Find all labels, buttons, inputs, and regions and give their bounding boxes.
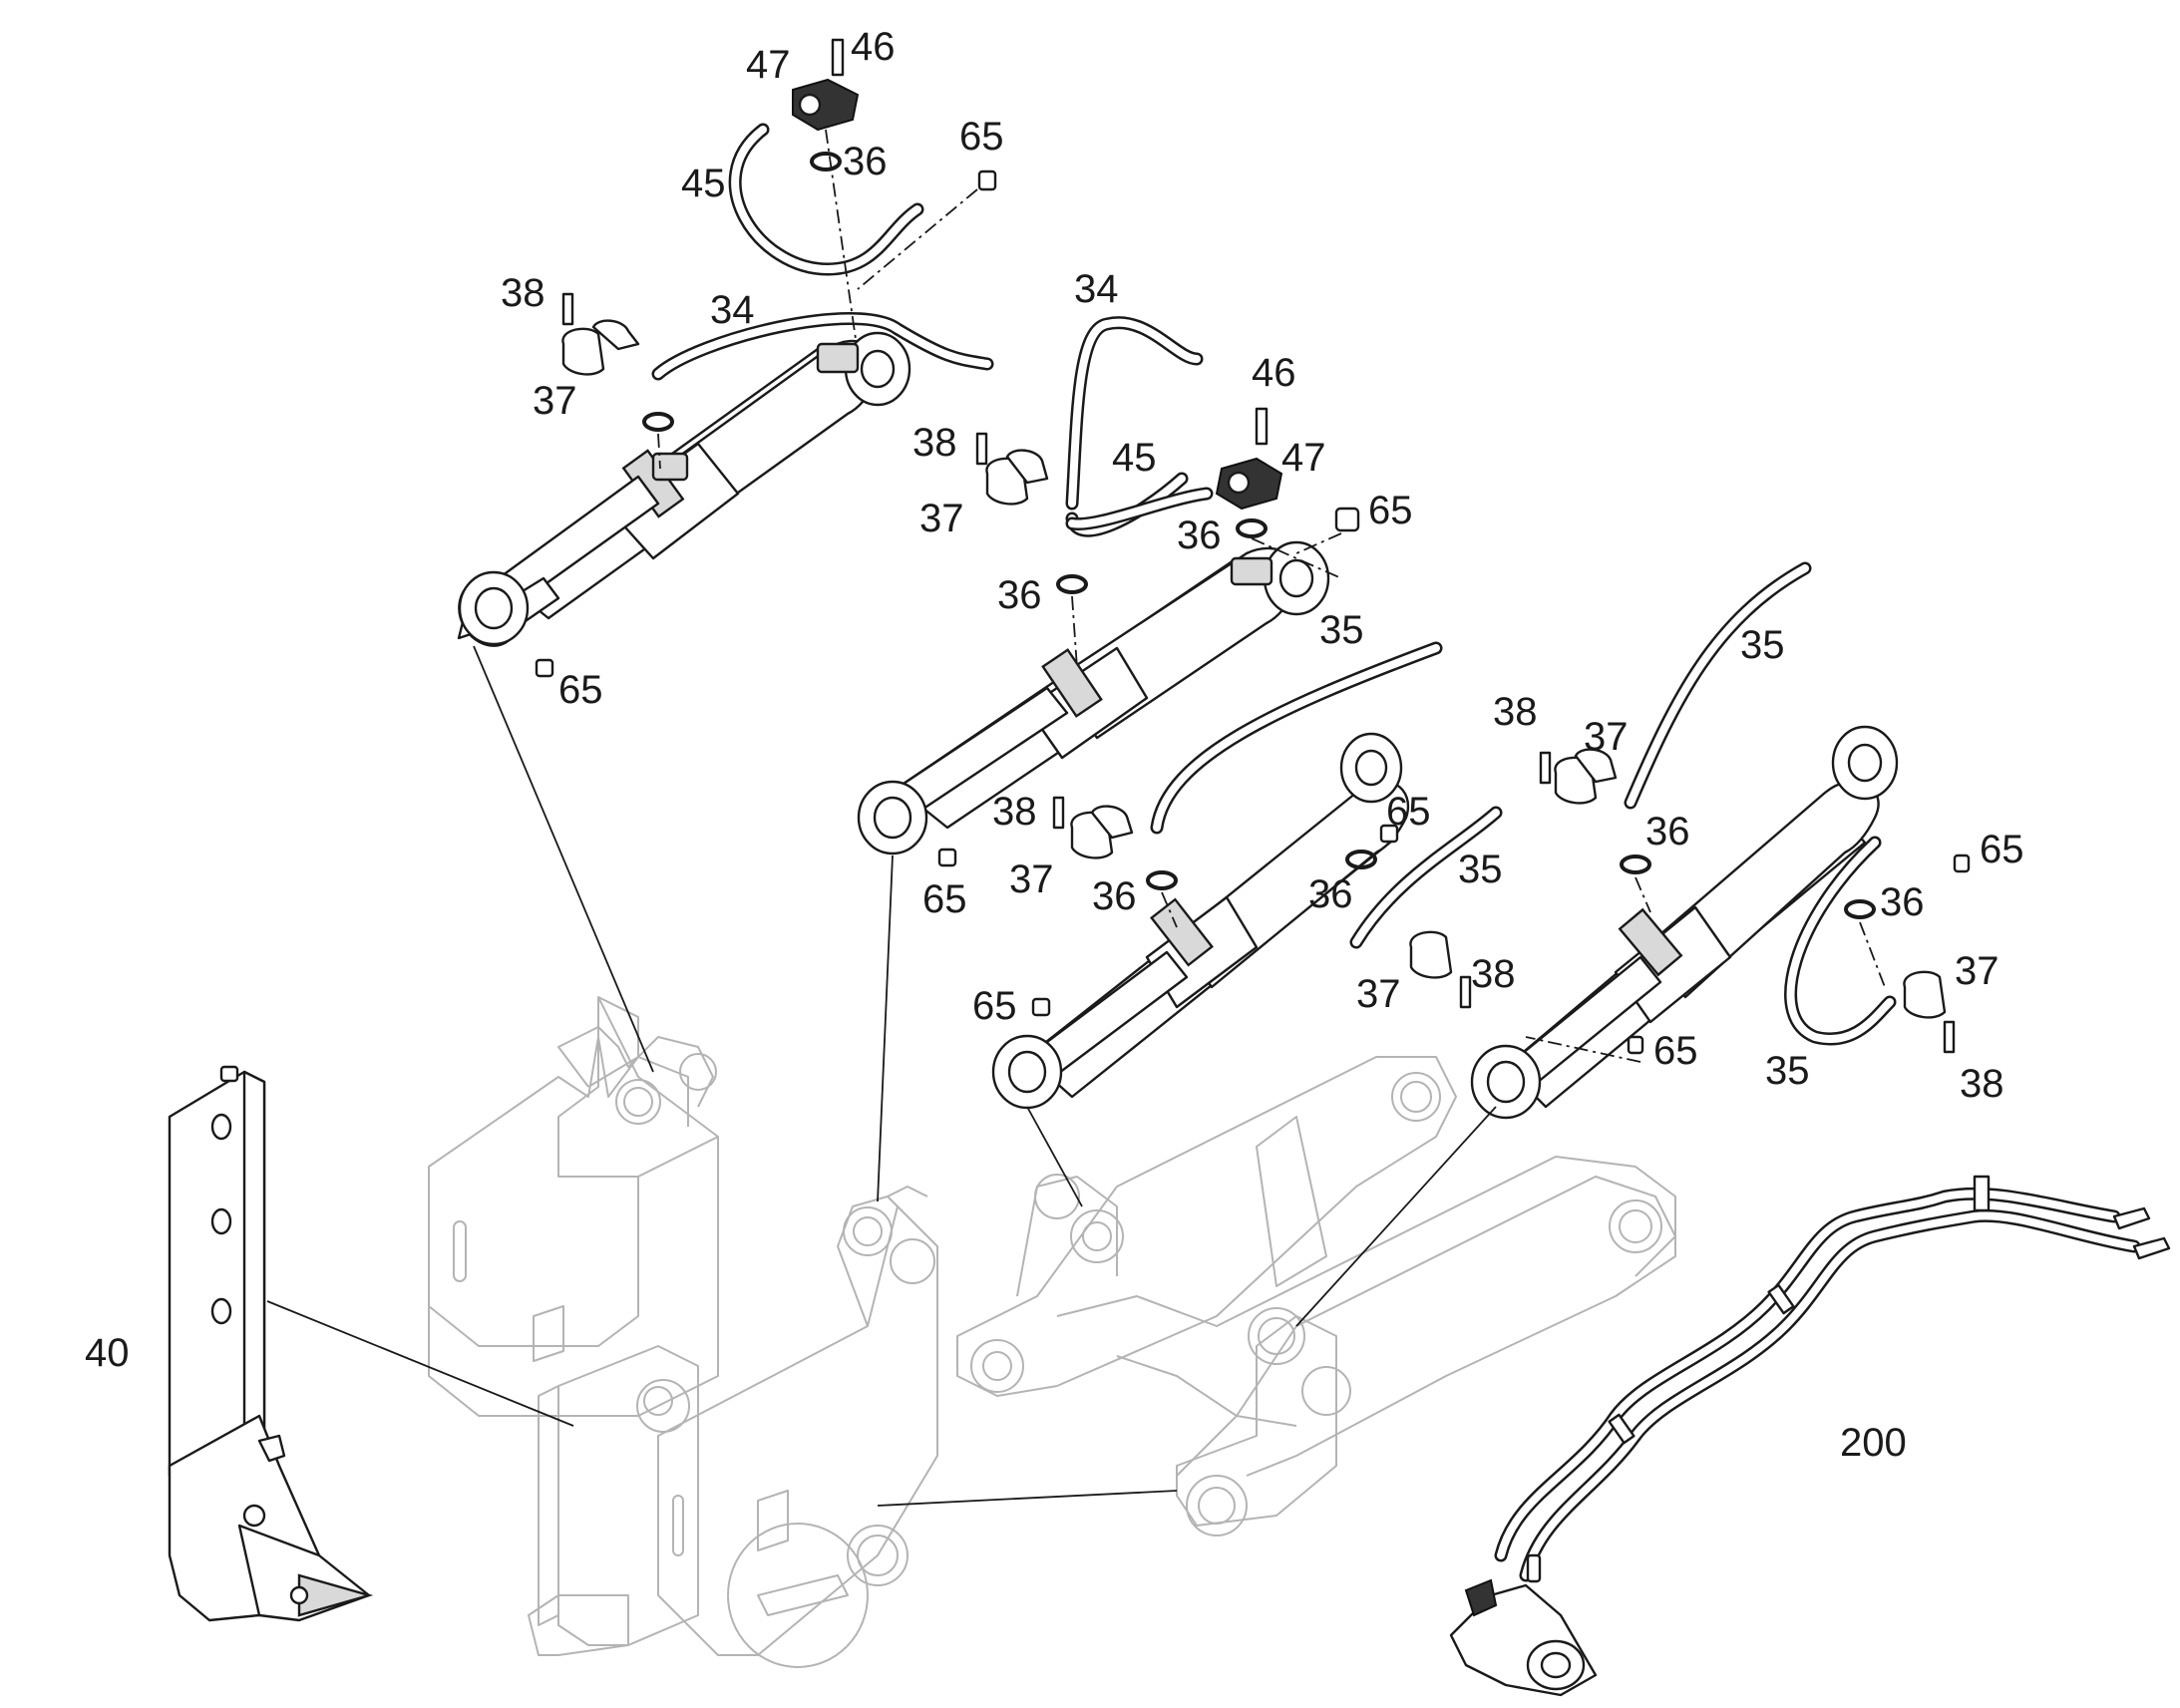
callout-labels: 47 46 65 36 45 38 34 37 34 46 38 45 47 3… (85, 25, 2024, 1465)
hydraulic-cylinder-3 (991, 732, 1409, 1110)
callout-38: 38 (1960, 1062, 2004, 1106)
callout-37: 37 (1584, 715, 1629, 759)
callout-37: 37 (1009, 857, 1054, 901)
callout-37: 37 (919, 497, 964, 540)
callout-38: 38 (1471, 952, 1516, 996)
callout-34: 34 (1074, 267, 1119, 311)
ghost-frame-center (528, 1186, 938, 1668)
callout-37: 37 (533, 379, 577, 423)
callout-38: 38 (912, 421, 957, 465)
callout-47: 47 (746, 43, 791, 87)
ghost-frame-left (428, 996, 719, 1433)
callout-34: 34 (710, 288, 755, 332)
hose-harness-200 (1449, 1175, 2171, 1697)
leader-lines (266, 129, 1886, 1507)
callout-35: 35 (1319, 608, 1364, 652)
callout-46: 46 (1252, 351, 1296, 395)
callout-38: 38 (501, 271, 545, 315)
callout-36: 36 (1880, 880, 1925, 924)
callout-65: 65 (959, 115, 1004, 159)
hydraulic-cylinder-1 (457, 331, 911, 647)
callout-36: 36 (1308, 872, 1353, 916)
callout-47: 47 (1281, 436, 1326, 480)
hydraulic-hoses (651, 123, 1897, 1046)
callout-40: 40 (85, 1331, 130, 1375)
callout-65: 65 (1653, 1029, 1698, 1073)
callout-36: 36 (1177, 513, 1222, 557)
callout-36: 36 (1092, 874, 1137, 918)
hardware-parts (535, 38, 1971, 1055)
callout-65: 65 (1980, 828, 2024, 871)
callout-35: 35 (1765, 1049, 1810, 1093)
callout-45: 45 (1112, 436, 1157, 480)
callout-37: 37 (1955, 949, 1999, 993)
ghost-boom-arm (956, 1056, 1676, 1537)
callout-65: 65 (1386, 790, 1431, 834)
callout-46: 46 (851, 25, 896, 69)
callout-35: 35 (1458, 848, 1503, 891)
hydraulic-cylinder-2 (857, 540, 1330, 855)
callout-36: 36 (843, 140, 888, 183)
callout-38: 38 (1493, 690, 1538, 734)
callout-65: 65 (558, 668, 603, 712)
callout-45: 45 (681, 162, 726, 205)
hydraulic-cylinder-4 (1470, 725, 1899, 1120)
callout-65: 65 (972, 984, 1017, 1028)
callout-65: 65 (922, 877, 967, 921)
callout-36: 36 (1645, 810, 1690, 854)
callout-65: 65 (1368, 489, 1413, 532)
callout-36: 36 (997, 573, 1042, 617)
callout-200: 200 (1840, 1421, 1907, 1465)
ripper-tooth-40 (168, 1065, 374, 1622)
callout-35: 35 (1740, 623, 1785, 667)
callout-38: 38 (992, 790, 1037, 834)
callout-37: 37 (1356, 972, 1401, 1016)
